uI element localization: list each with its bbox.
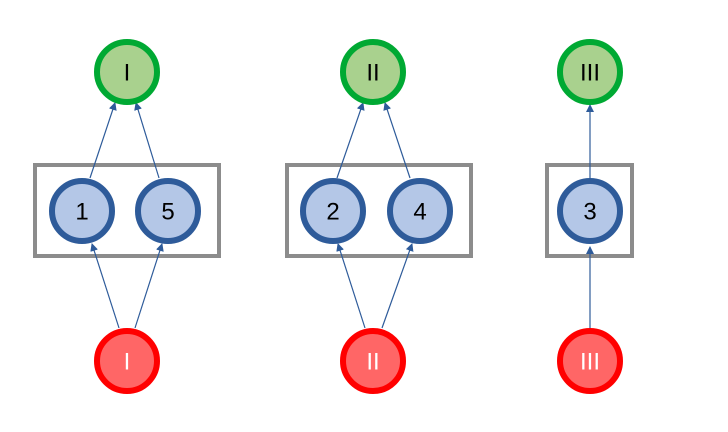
arrow-bottom-I-to-5 bbox=[134, 243, 164, 329]
arrow-bottom-II-to-2 bbox=[336, 243, 366, 329]
arrow-2-to-top-II bbox=[336, 102, 365, 179]
middle-node-2: 2 bbox=[300, 178, 366, 244]
middle-node-label: 3 bbox=[583, 199, 596, 226]
arrow-bottom-II-to-4 bbox=[381, 243, 414, 329]
middle-node-label: 4 bbox=[413, 199, 426, 226]
top-node-label: II bbox=[366, 60, 379, 87]
group-box-2 bbox=[285, 163, 473, 258]
arrow-1-to-top-I bbox=[89, 102, 117, 179]
middle-node-1: 1 bbox=[49, 178, 115, 244]
top-node-label: III bbox=[580, 60, 600, 87]
middle-node-label: 1 bbox=[75, 199, 88, 226]
middle-node-label: 5 bbox=[161, 199, 174, 226]
top-node-label: I bbox=[124, 60, 131, 87]
middle-node-label: 2 bbox=[326, 199, 339, 226]
arrow-4-to-top-II bbox=[383, 102, 411, 179]
bottom-node-I: I bbox=[94, 328, 160, 394]
bottom-node-II: II bbox=[340, 328, 406, 394]
bottom-node-III: III bbox=[557, 328, 623, 394]
top-node-II: II bbox=[340, 39, 406, 105]
bottom-node-label: I bbox=[124, 349, 131, 376]
bottom-node-label: III bbox=[580, 349, 600, 376]
top-node-I: I bbox=[94, 39, 160, 105]
arrow-bottom-I-to-1 bbox=[90, 243, 120, 329]
middle-node-3: 3 bbox=[557, 178, 623, 244]
bottom-node-label: II bbox=[366, 349, 379, 376]
arrow-5-to-top-I bbox=[134, 102, 160, 179]
top-node-III: III bbox=[557, 39, 623, 105]
group-box-1 bbox=[33, 163, 221, 258]
middle-node-4: 4 bbox=[387, 178, 453, 244]
middle-node-5: 5 bbox=[135, 178, 201, 244]
